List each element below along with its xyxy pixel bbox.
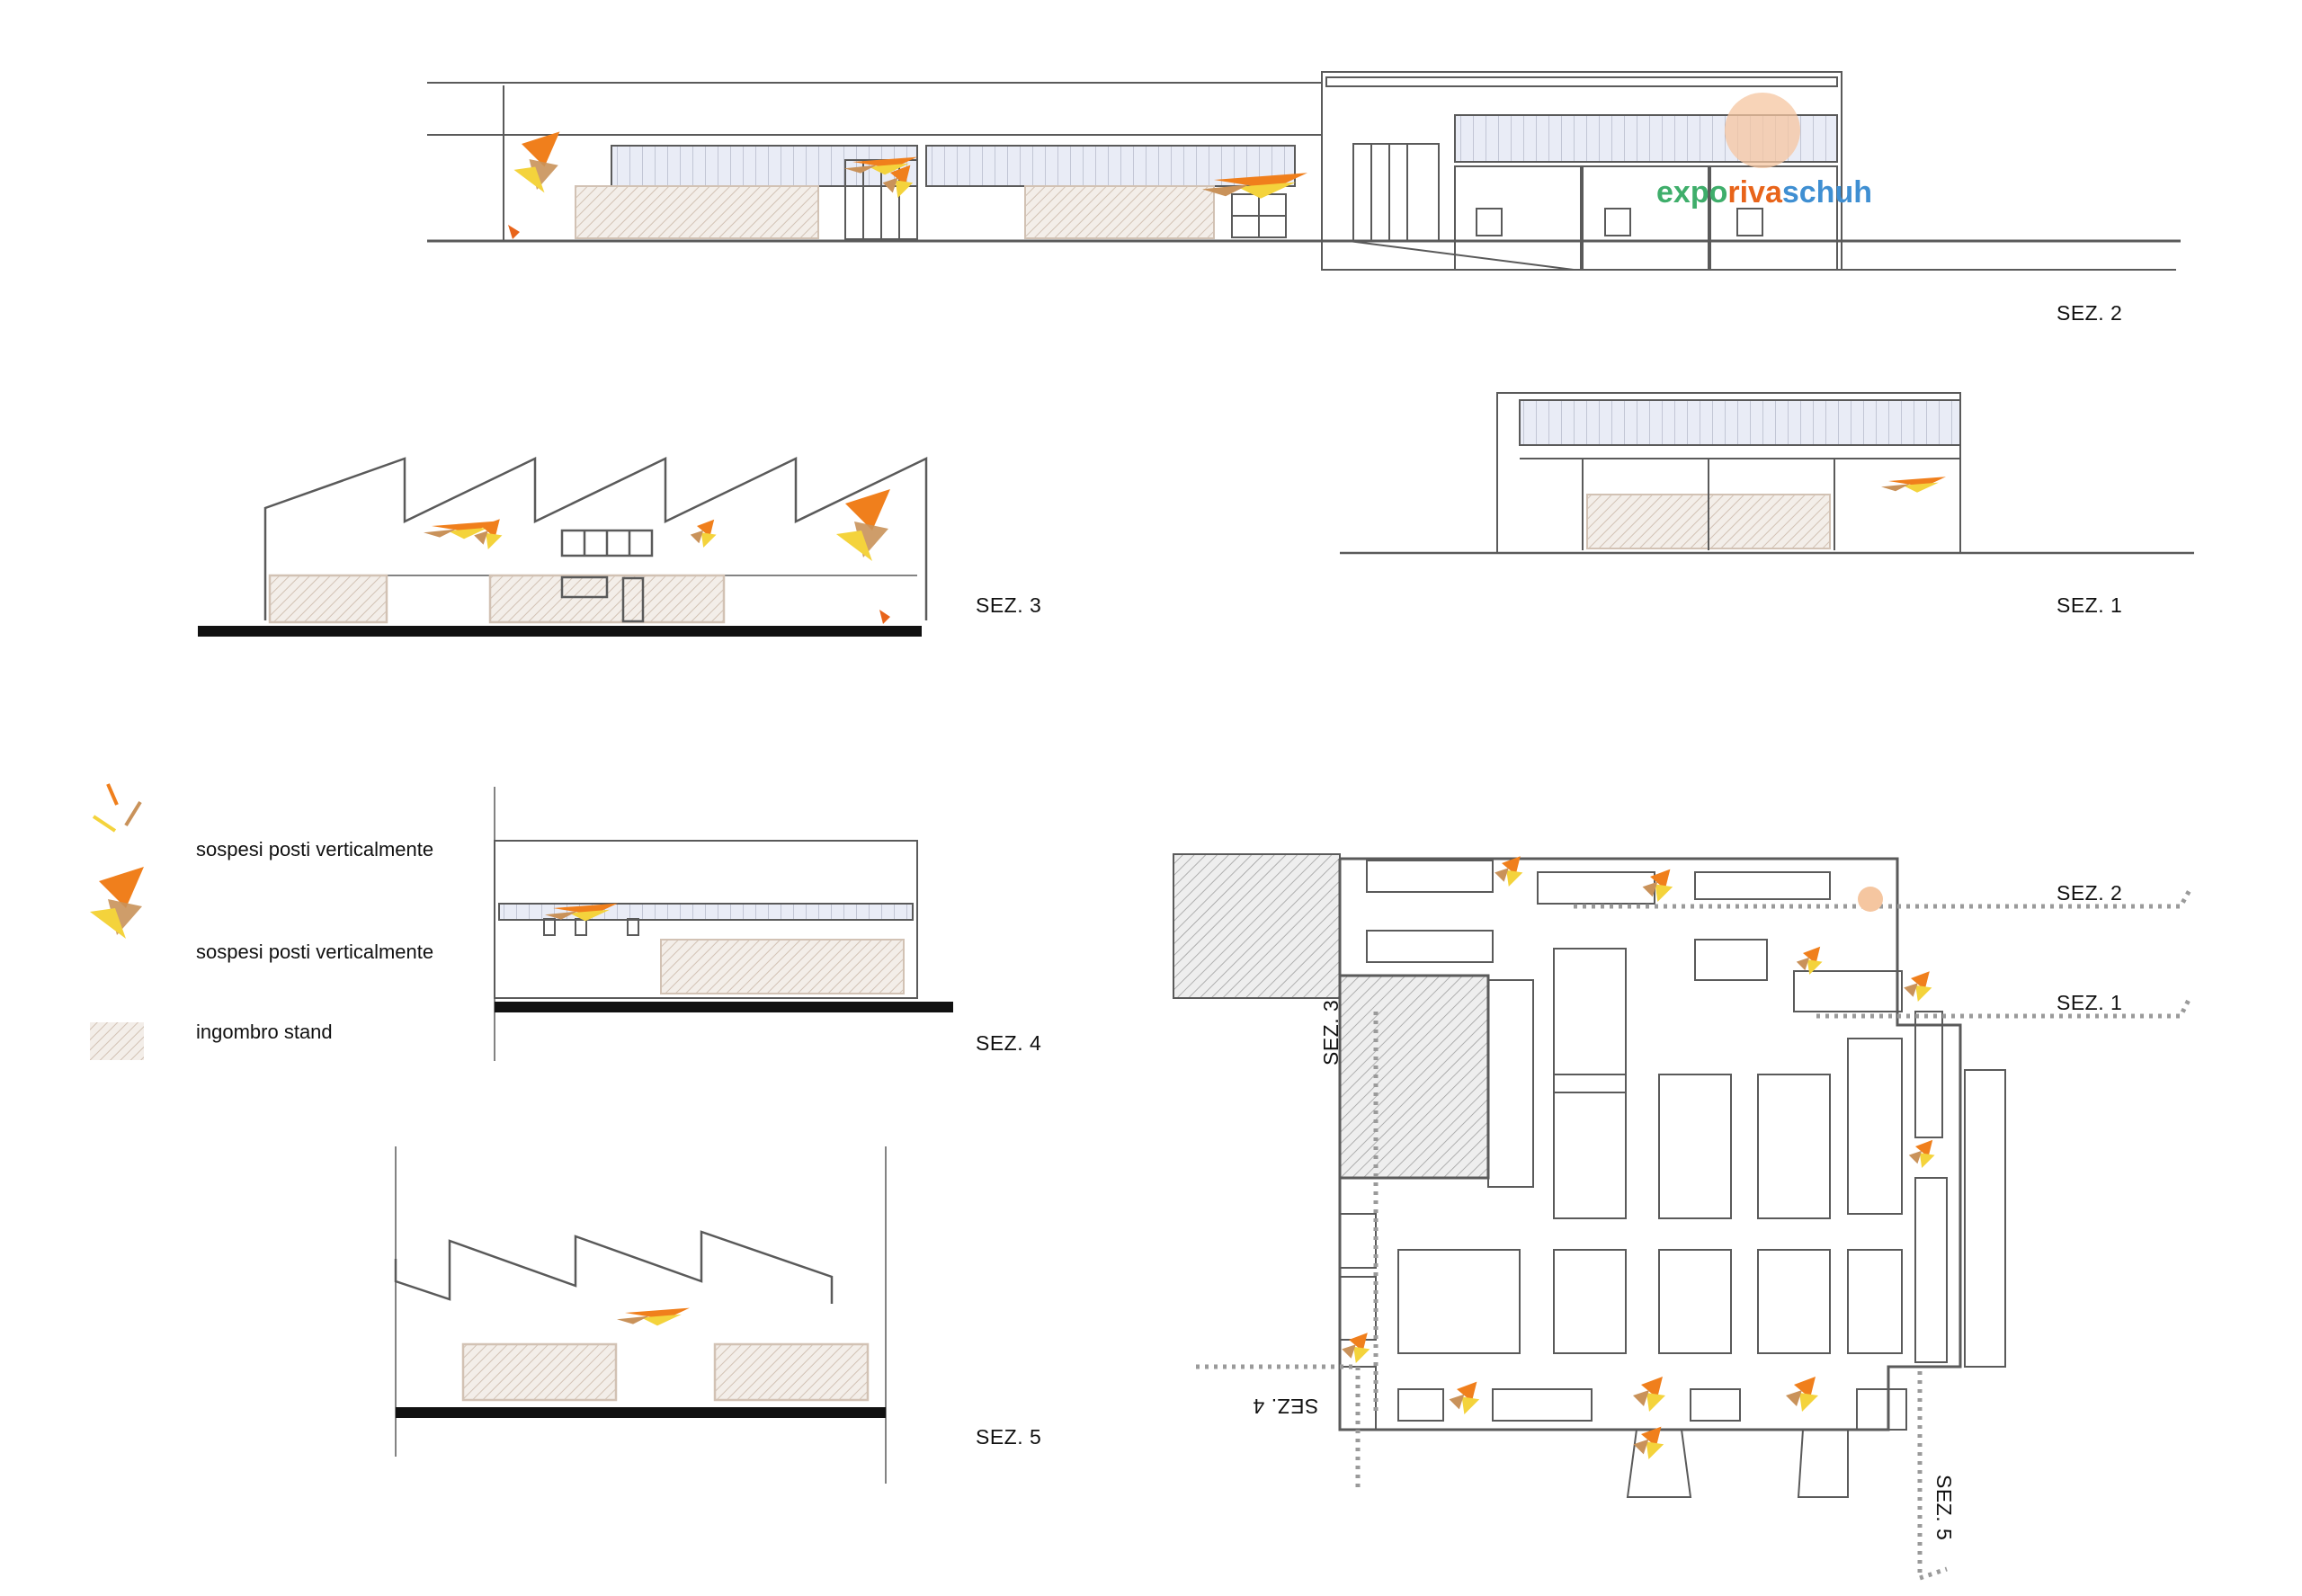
sez-1-label: SEZ. 1	[2057, 593, 2123, 617]
legend-icon-suspended	[90, 867, 144, 939]
section-4-drawing	[494, 787, 953, 1061]
sez-5-label: SEZ. 5	[976, 1425, 1042, 1449]
section-5-suspended	[617, 1307, 690, 1326]
section-cut-lines	[1196, 888, 2192, 1582]
legend-icon-vertical	[92, 783, 142, 833]
legend-label-3: ingombro stand	[196, 1021, 333, 1043]
sez-3-label: SEZ. 3	[976, 593, 1042, 617]
section-1-drawing	[1340, 392, 2194, 555]
section-2-suspended-elements	[508, 131, 1307, 239]
legend-label-1: sospesi posti verticalmente	[196, 838, 434, 860]
legend-label-2: sospesi posti verticalmente	[196, 941, 434, 963]
plan-sez-3-marker: SEZ. 3	[1319, 999, 1343, 1065]
plan-sez-5-marker: SEZ. 5	[1932, 1475, 1956, 1541]
legend-icon-stand	[90, 1022, 144, 1060]
plan-sez-1-marker: SEZ. 1	[2057, 991, 2123, 1014]
expo-logo: exporivaschuh	[1656, 175, 1872, 210]
sez-2-label: SEZ. 2	[2057, 301, 2123, 325]
section-2-drawing	[427, 71, 2181, 271]
section-3-suspended	[424, 489, 890, 624]
plan-sez-2-marker: SEZ. 2	[2057, 881, 2123, 905]
section-1-suspended	[1881, 477, 1946, 493]
plan-suspended-elements	[1342, 856, 1935, 1459]
section-5-drawing	[394, 1146, 887, 1484]
plan-sez-4-marker: SEZ. 4	[1253, 1395, 1319, 1418]
sez-4-label: SEZ. 4	[976, 1031, 1042, 1055]
section-3-drawing	[198, 457, 928, 637]
